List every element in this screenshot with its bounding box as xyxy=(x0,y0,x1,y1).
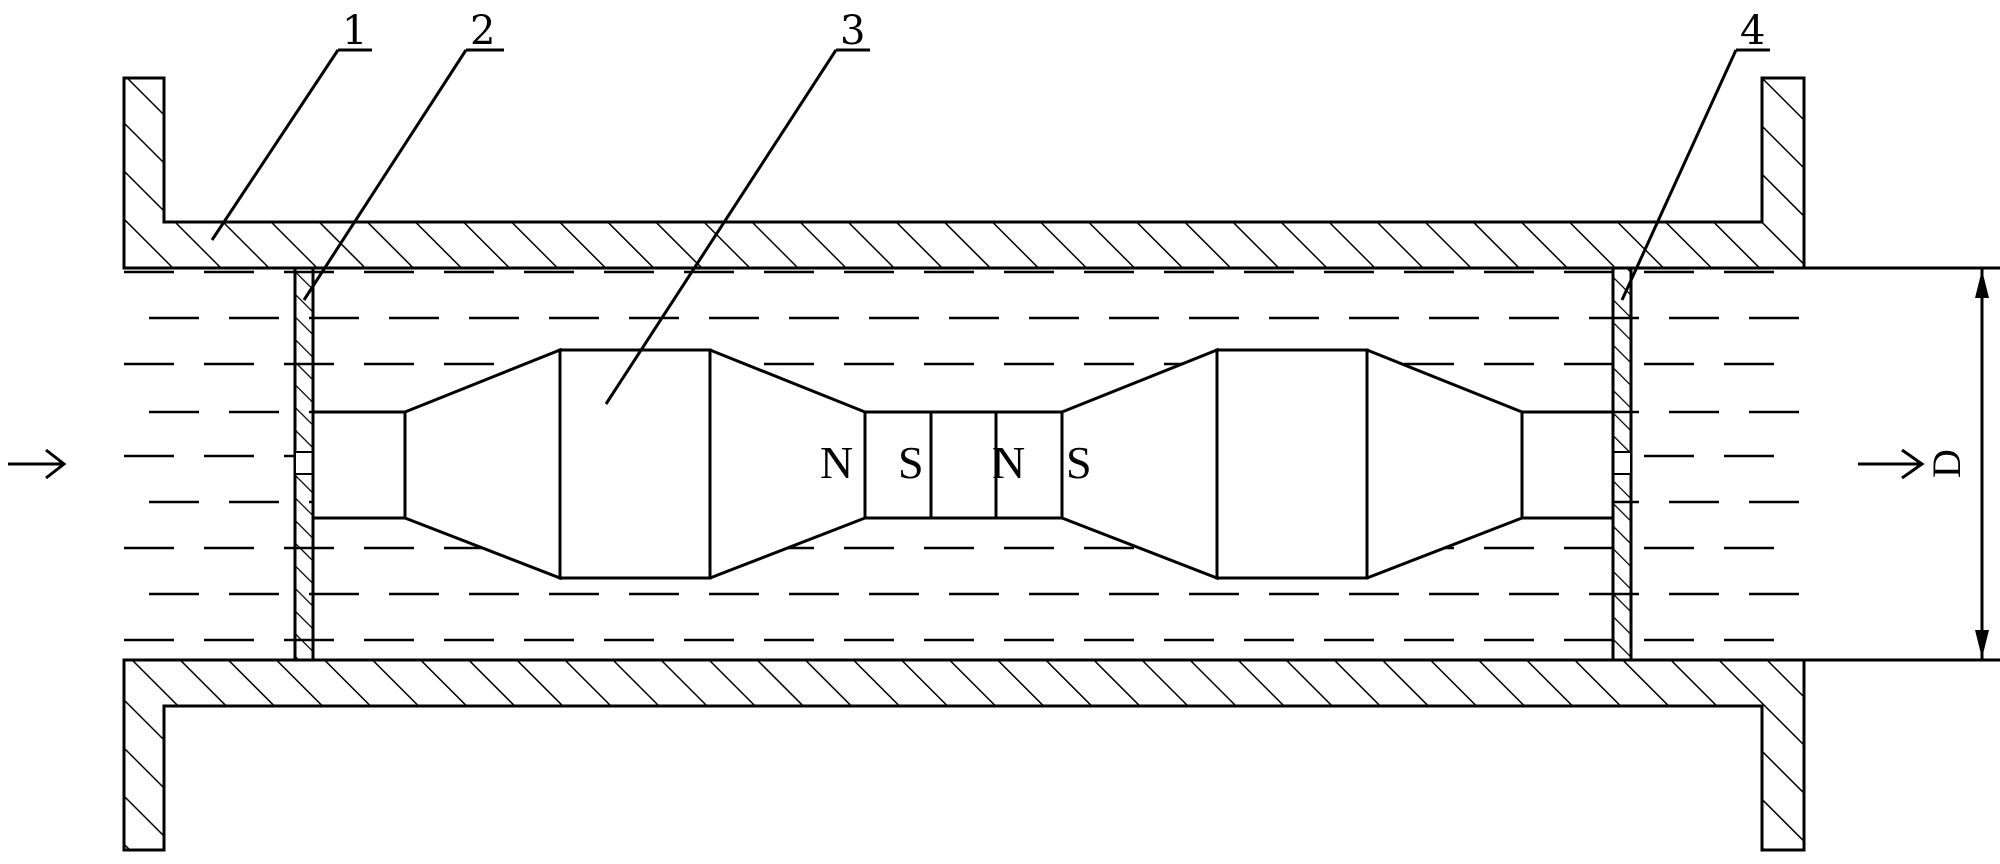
part-label-3: 3 xyxy=(840,8,865,54)
inlet-arrow-icon xyxy=(8,448,67,480)
magnet-pole-label: S xyxy=(1066,437,1092,488)
pipe-upper-wall xyxy=(122,76,1806,270)
dimension-label: D xyxy=(1924,449,1969,478)
pipe-lower-wall xyxy=(122,658,1806,852)
magnet-pole-label: N xyxy=(820,437,853,488)
part-leaders: 1 2 3 4 xyxy=(210,8,1770,405)
part-label-4: 4 xyxy=(1740,8,1765,54)
rotor-body xyxy=(311,347,1615,581)
outlet-arrow-icon xyxy=(1858,448,1925,480)
part-label-2: 2 xyxy=(470,8,495,54)
dimension-d: D xyxy=(1804,266,2000,662)
support-plates xyxy=(293,266,1633,662)
magnet-pole-label: N xyxy=(992,437,1025,488)
pipe-body xyxy=(122,76,1806,852)
magnet-pole-label: S xyxy=(898,437,924,488)
flow-arrows xyxy=(8,448,1925,480)
part-label-1: 1 xyxy=(342,8,367,54)
